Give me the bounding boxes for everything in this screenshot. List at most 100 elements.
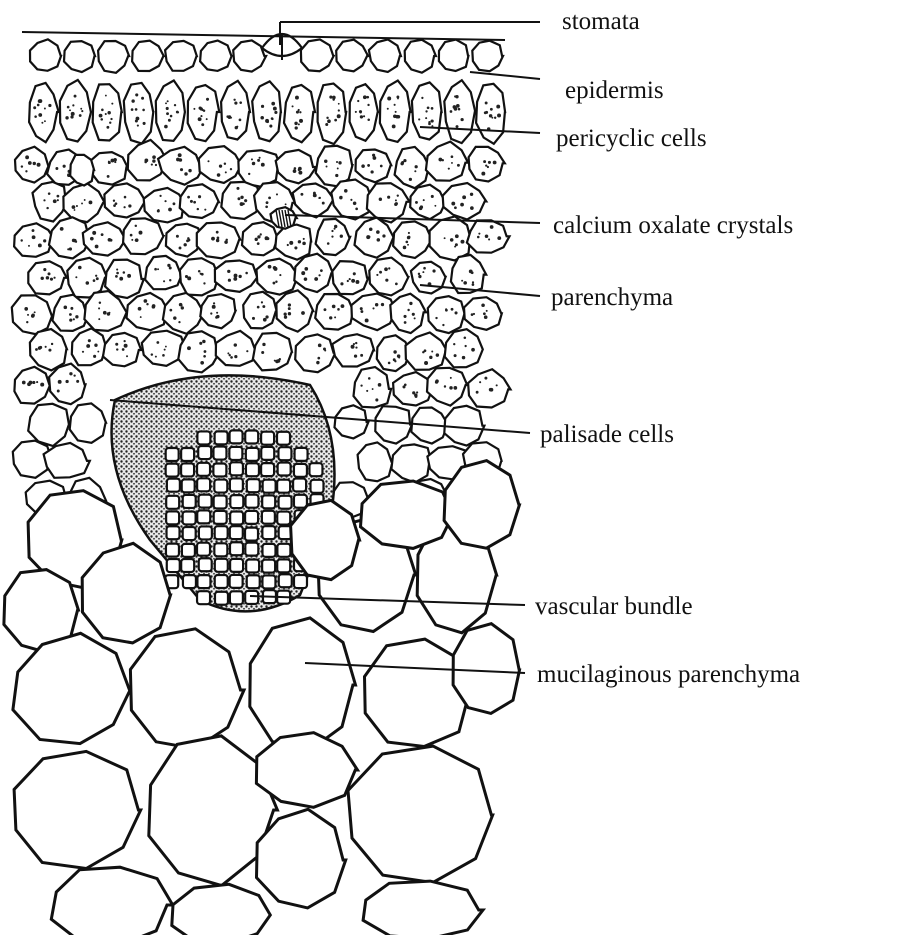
outer-cuticle-line	[22, 32, 505, 40]
vascular-cell	[247, 479, 260, 492]
vascular-cell	[215, 559, 228, 572]
cell-granule	[142, 109, 145, 112]
cell-granule	[176, 235, 179, 238]
cell-granule	[224, 240, 228, 244]
cell-granule	[43, 239, 46, 242]
cell-granule	[262, 343, 265, 346]
pericyclic-cell	[60, 80, 91, 142]
epidermal-cell	[472, 41, 503, 71]
cell-granule	[486, 310, 488, 312]
cell-granule	[320, 269, 323, 272]
cell-granule	[164, 125, 168, 129]
cell-granule	[168, 208, 172, 212]
cell-granule	[98, 307, 100, 309]
vascular-cell	[166, 496, 179, 509]
cell-granule	[373, 156, 377, 160]
mucilaginous-cell	[172, 884, 270, 935]
cell-granule	[27, 314, 29, 316]
cell-granule	[445, 309, 448, 312]
cell-granule	[70, 115, 73, 118]
cell-granule	[337, 167, 339, 169]
cell-granule	[226, 115, 229, 118]
cell-granule	[131, 99, 134, 102]
cell-granule	[265, 315, 268, 318]
mucilaginous-cell	[250, 618, 356, 750]
cell-granule	[164, 349, 166, 351]
cell-granule	[38, 346, 41, 349]
cell-granule	[454, 206, 457, 209]
parenchyma-cell	[242, 222, 278, 255]
cell-granule	[100, 118, 103, 121]
parenchyma-cell	[243, 292, 277, 329]
cell-granule	[163, 280, 165, 282]
cell-granule	[110, 239, 113, 242]
cell-granule	[206, 118, 208, 120]
cell-granule	[154, 268, 157, 271]
pericyclic-cell	[444, 80, 475, 143]
cell-granule	[360, 115, 363, 118]
vascular-cell	[293, 479, 306, 492]
cell-granule	[80, 108, 82, 110]
cell-granule	[451, 155, 454, 158]
cell-granule	[454, 354, 457, 357]
cell-granule	[427, 106, 430, 109]
vascular-cell	[166, 511, 179, 524]
cell-granule	[471, 348, 475, 352]
cell-granule	[347, 280, 349, 282]
vascular-cell	[230, 591, 243, 604]
mucilaginous-cell	[130, 629, 244, 749]
epidermal-cell	[336, 40, 368, 72]
cell-granule	[490, 388, 494, 392]
cell-granule	[159, 195, 161, 197]
parenchyma-cell	[294, 254, 333, 292]
cell-granule	[135, 93, 138, 96]
cell-granule	[122, 348, 125, 351]
cell-granule	[488, 161, 491, 164]
vascular-cell	[214, 480, 227, 493]
cell-granule	[450, 110, 453, 113]
vascular-cell	[183, 527, 196, 540]
cell-granule	[236, 126, 238, 128]
cell-granule	[397, 98, 399, 100]
cell-granule	[438, 158, 442, 162]
cell-granule	[485, 111, 488, 114]
cell-granule	[301, 311, 305, 315]
cell-granule	[48, 349, 51, 352]
cell-granule	[293, 169, 295, 171]
cell-granule	[252, 162, 256, 166]
parenchyma-cell	[390, 294, 426, 333]
cell-granule	[162, 354, 165, 357]
mucilaginous-cell	[291, 500, 360, 579]
cell-granule	[198, 195, 201, 198]
cell-granule	[404, 383, 407, 386]
cell-granule	[366, 390, 368, 392]
cell-granule	[70, 307, 73, 310]
cell-granule	[123, 206, 125, 208]
cell-granule	[55, 167, 58, 170]
epidermal-cell	[64, 41, 95, 72]
vascular-cell	[247, 575, 260, 588]
vascular-cell	[230, 526, 243, 539]
cell-granule	[484, 377, 487, 380]
cell-granule	[273, 282, 276, 285]
cell-granule	[20, 239, 22, 241]
cell-granule	[435, 379, 439, 383]
cell-granule	[454, 311, 457, 314]
cell-granule	[470, 206, 474, 210]
vascular-cell	[230, 462, 243, 475]
vascular-cell	[230, 512, 243, 525]
cell-granule	[444, 385, 446, 387]
cell-granule	[187, 276, 191, 280]
cell-granule	[99, 301, 101, 303]
cell-granule	[338, 109, 340, 111]
cell-granule	[143, 122, 146, 125]
cell-granule	[257, 306, 260, 309]
cell-granule	[166, 112, 169, 115]
vascular-cell	[181, 559, 194, 572]
cell-granule	[202, 340, 205, 343]
cell-granule	[325, 123, 328, 126]
cell-granule	[109, 122, 111, 124]
parenchyma-cell	[15, 147, 49, 183]
vascular-cell	[245, 591, 258, 604]
cell-granule	[372, 307, 374, 309]
